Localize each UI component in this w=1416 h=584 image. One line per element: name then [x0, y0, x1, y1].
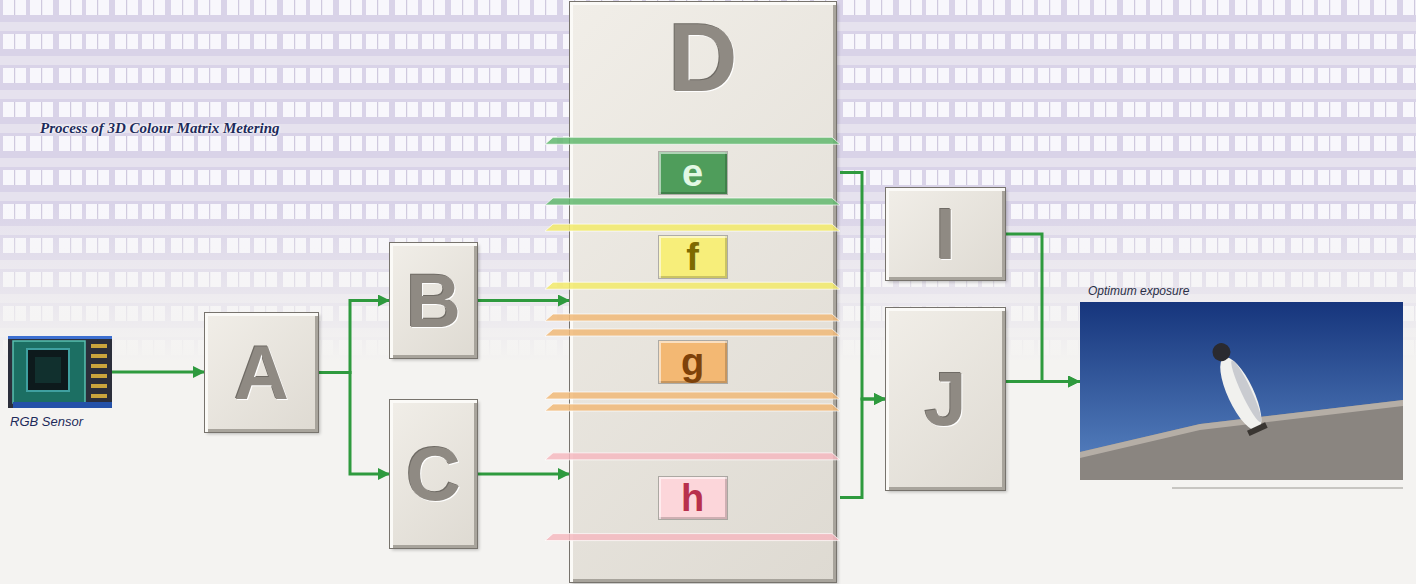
matrix-layer: f: [545, 222, 840, 292]
flow-arrow: [477, 473, 570, 476]
photo-label: Optimum exposure: [1080, 283, 1189, 299]
process-box: I: [886, 188, 1005, 280]
layer-letter: h: [659, 477, 727, 519]
layer-plate: [545, 453, 840, 460]
sensor-node: RGB Sensor: [8, 336, 112, 430]
process-box: B: [390, 243, 477, 358]
layer-plate: [545, 534, 840, 541]
layer-plate: [545, 137, 840, 144]
process-box: A: [205, 313, 318, 432]
exposure-photo-image: [1080, 302, 1403, 480]
flow-arrow: [840, 399, 886, 498]
box-letter: I: [935, 198, 955, 270]
layer-letter: g: [659, 341, 727, 383]
matrix-layer: h: [545, 450, 840, 545]
box-letter: C: [406, 436, 461, 512]
matrix-layer: e: [545, 135, 840, 210]
layer-plate: [545, 404, 840, 411]
matrix-column: Def g h: [570, 2, 836, 582]
rgb-sensor-chip: [8, 336, 112, 408]
box-letter: A: [234, 335, 289, 411]
layer-plate: [545, 392, 840, 399]
flow-arrow: [840, 173, 886, 400]
layer-plate: [545, 224, 840, 231]
flow-arrow: [318, 373, 390, 475]
sensor-label: RGB Sensor: [8, 414, 83, 430]
process-box: C: [390, 400, 477, 548]
exposure-photo: Optimum exposure: [1080, 283, 1403, 480]
layer-letter: e: [659, 152, 727, 194]
flow-arrow: [1005, 234, 1080, 382]
column-letter: D: [668, 10, 737, 106]
flow-arrow: [477, 299, 570, 302]
matrix-layer: g: [545, 312, 840, 412]
layer-plate: [545, 282, 840, 289]
process-box: J: [886, 308, 1005, 490]
flow-arrow: [112, 371, 205, 374]
flow-arrow: [1005, 380, 1080, 383]
layer-plate: [545, 198, 840, 205]
box-letter: J: [924, 361, 966, 437]
layer-plate: [545, 329, 840, 336]
flow-arrow: [318, 301, 390, 373]
layer-letter: f: [659, 236, 727, 278]
layer-plate: [545, 314, 840, 321]
box-letter: B: [406, 263, 461, 339]
diagram-title: Process of 3D Colour Matrix Metering: [40, 120, 280, 137]
